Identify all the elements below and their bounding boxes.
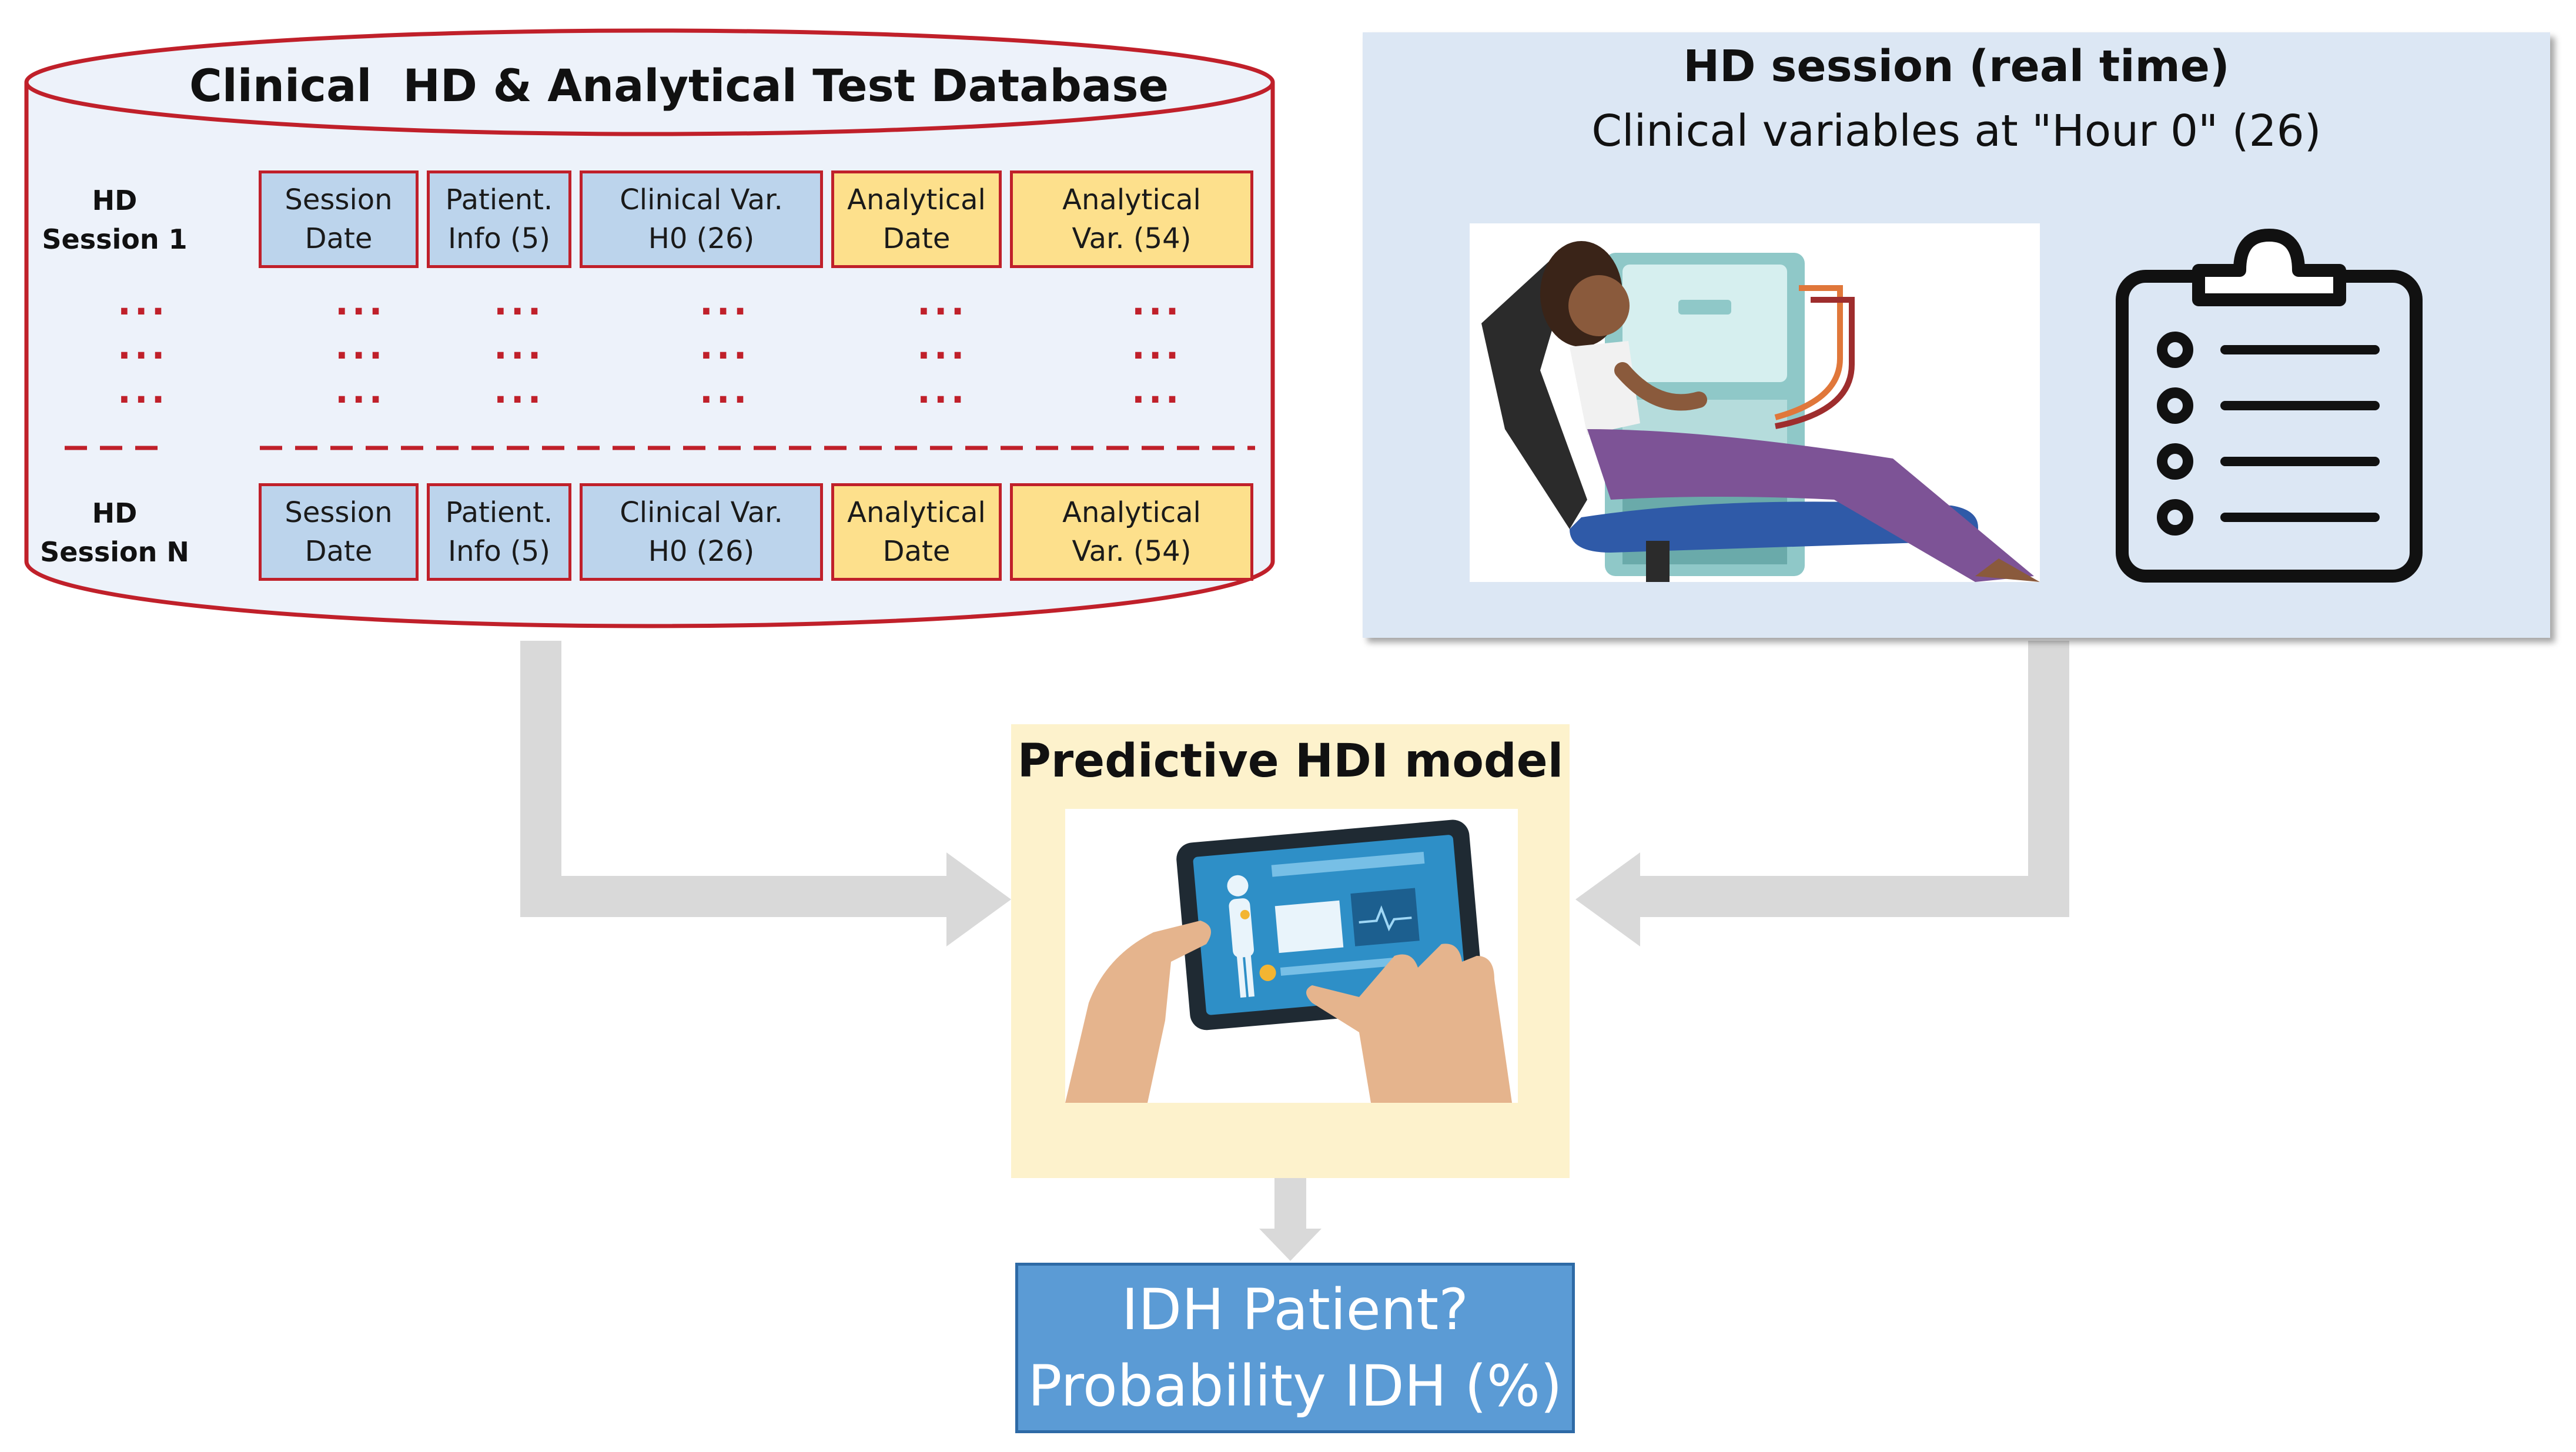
ellipsis-mark: ... xyxy=(335,326,386,367)
model-title: Predictive HDI model xyxy=(1017,735,1564,788)
row-label-line2: Session 1 xyxy=(42,223,188,255)
hd-session-subtitle: Clinical variables at "Hour 0" (26) xyxy=(1591,106,2321,156)
ellipsis-mark: ... xyxy=(494,370,545,411)
ellipsis-mark: ... xyxy=(494,282,545,323)
connector-arrows xyxy=(520,641,2069,1261)
ellipsis-mark: ... xyxy=(1132,370,1183,411)
arrow-hd-to-model xyxy=(1575,641,2069,946)
dialysis-patient-icon xyxy=(1470,223,2040,582)
ellipsis-mark: ... xyxy=(494,326,545,367)
clipboard-checklist-icon xyxy=(2116,229,2423,583)
row-label-session-1: HD Session 1 xyxy=(35,181,194,259)
ellipsis-mark: ... xyxy=(700,282,751,323)
cell-clinical-var: Clinical Var. H0 (26) xyxy=(580,170,823,268)
ellipsis-mark: ... xyxy=(335,370,386,411)
ellipsis-mark: ... xyxy=(335,282,386,323)
ellipsis-mark: ... xyxy=(118,282,169,323)
row-label-line1: HD xyxy=(92,185,138,216)
arrow-db-to-model xyxy=(520,641,1011,946)
cell-analytical-var: Analytical Var. (54) xyxy=(1010,483,1253,581)
arrow-model-to-output xyxy=(1259,1178,1322,1261)
ellipsis-mark: ... xyxy=(700,370,751,411)
cell-analytical-date: Analytical Date xyxy=(831,483,1002,581)
output-line2: Probability IDH (%) xyxy=(1028,1353,1563,1419)
output-box: IDH Patient? Probability IDH (%) xyxy=(1015,1263,1575,1433)
cell-analytical-date: Analytical Date xyxy=(831,170,1002,268)
ellipsis-mark: ... xyxy=(917,282,968,323)
ellipsis-mark: ... xyxy=(118,326,169,367)
ellipsis-mark: ... xyxy=(700,326,751,367)
row-label-line2: Session N xyxy=(40,536,189,568)
cell-analytical-var: Analytical Var. (54) xyxy=(1010,170,1253,268)
cell-session-date: Session Date xyxy=(259,483,419,581)
output-line1: IDH Patient? xyxy=(1121,1277,1469,1343)
cell-session-date: Session Date xyxy=(259,170,419,268)
ellipsis-mark: ... xyxy=(917,370,968,411)
database-title: Clinical HD & Analytical Test Database xyxy=(189,59,1169,112)
ellipsis-mark: ... xyxy=(1132,282,1183,323)
cell-patient-info: Patient. Info (5) xyxy=(427,483,571,581)
ellipsis-mark: ... xyxy=(118,370,169,411)
cell-clinical-var: Clinical Var. H0 (26) xyxy=(580,483,823,581)
tablet-hands-icon xyxy=(1065,809,1518,1103)
cell-patient-info: Patient. Info (5) xyxy=(427,170,571,268)
row-label-line1: HD xyxy=(92,497,138,529)
ellipsis-mark: ... xyxy=(917,326,968,367)
row-label-session-n: HD Session N xyxy=(35,494,194,571)
ellipsis-mark: ... xyxy=(1132,326,1183,367)
hd-session-title: HD session (real time) xyxy=(1683,41,2230,92)
